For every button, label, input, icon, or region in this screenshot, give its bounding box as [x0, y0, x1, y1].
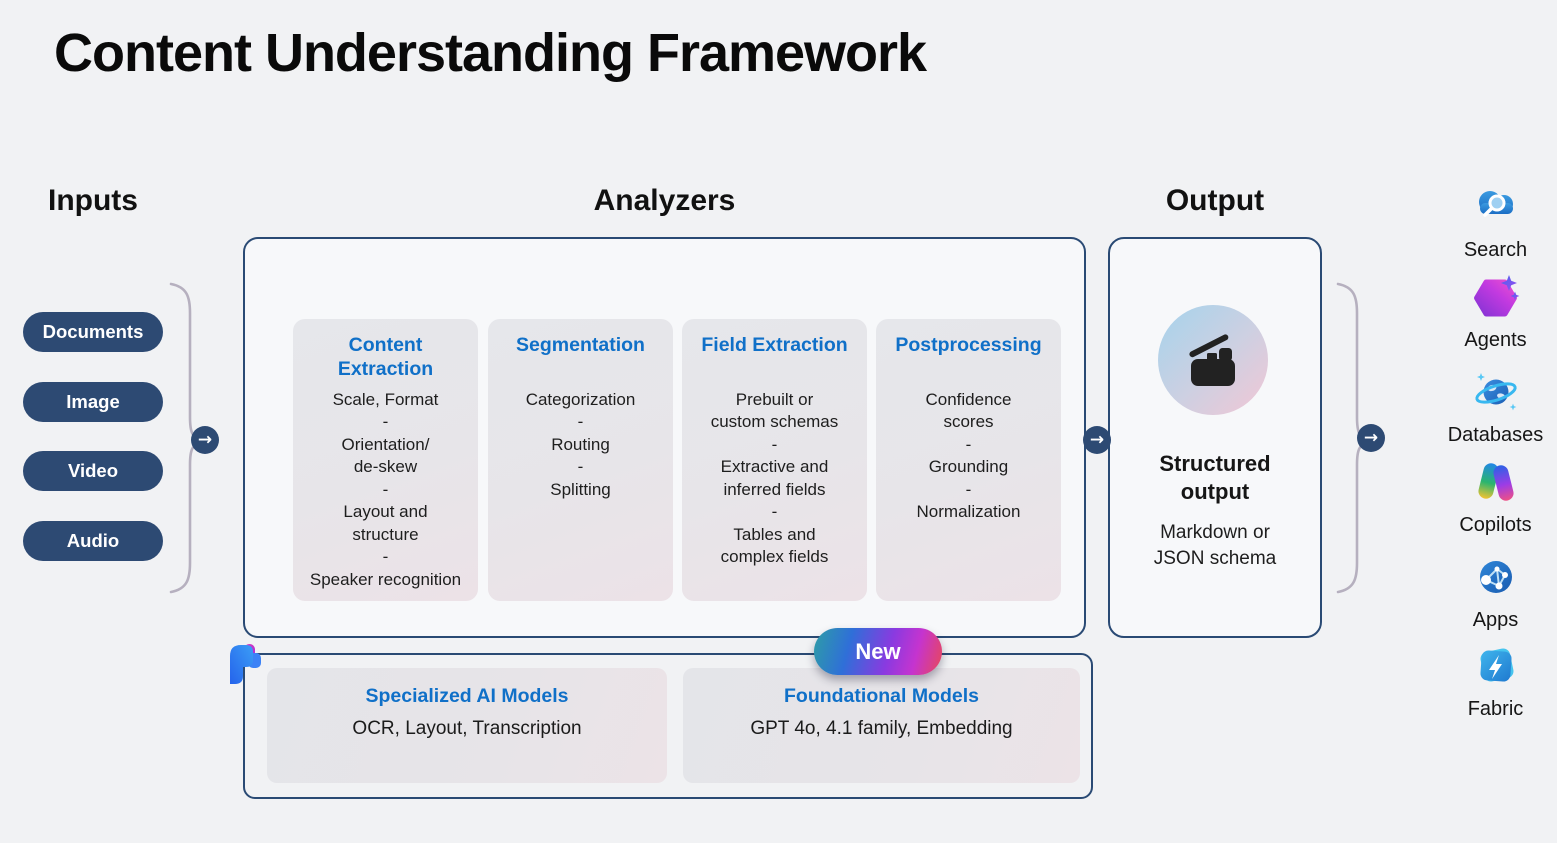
models-container	[243, 653, 1093, 799]
analyzer-card-field-extraction: Field Extraction Prebuilt or custom sche…	[682, 319, 867, 601]
card-item: Orientation/ de-skew	[341, 434, 430, 477]
item-separator: -	[382, 479, 389, 499]
cloud-search-icon	[1478, 191, 1513, 217]
input-pill-audio: Audio	[23, 521, 163, 561]
item-separator: -	[771, 434, 778, 454]
card-title: Specialized AI Models	[365, 685, 569, 707]
card-item: Grounding	[928, 457, 1009, 477]
card-item: Categorization	[525, 390, 636, 409]
card-items: Prebuilt or custom schemas-Extractive an…	[711, 389, 839, 569]
card-title: Foundational Models	[784, 685, 979, 707]
destination-copilots: Copilots	[1432, 458, 1557, 537]
input-pill-video: Video	[23, 451, 163, 491]
inputs-section-label: Inputs	[48, 184, 138, 217]
destination-databases: Databases	[1432, 368, 1557, 447]
card-item: Speaker recognition	[309, 569, 462, 589]
card-item: Prebuilt or custom schemas	[710, 390, 839, 432]
output-section-label: Output	[1165, 184, 1265, 217]
card-item: Splitting	[550, 479, 611, 499]
card-items: Confidence scores-Grounding-Normalizatio…	[917, 389, 1021, 524]
azure-ai-foundry-logo	[230, 644, 261, 684]
new-badge: New	[814, 628, 942, 675]
card-item: Confidence scores	[925, 390, 1012, 432]
destination-agents: Agents	[1432, 273, 1557, 352]
item-separator: -	[577, 457, 584, 477]
card-item: Routing	[551, 434, 610, 454]
destination-label: Apps	[1472, 609, 1519, 631]
card-item: Normalization	[916, 502, 1021, 522]
network-globe-icon	[1479, 561, 1512, 593]
structured-output-subtitle: Markdown or JSON schema	[1153, 522, 1277, 569]
item-separator: -	[965, 434, 972, 454]
item-separator: -	[382, 547, 389, 567]
card-items: Categorization-Routing-Splitting	[526, 389, 636, 501]
destination-label: Copilots	[1459, 514, 1532, 536]
item-separator: -	[771, 502, 778, 522]
card-item: Layout and structure	[343, 502, 428, 544]
destination-label: Search	[1463, 239, 1528, 261]
destination-label: Databases	[1447, 424, 1544, 446]
card-items: Scale, Format-Orientation/ de-skew-Layou…	[310, 389, 461, 591]
card-body: OCR, Layout, Transcription	[352, 718, 582, 739]
item-separator: -	[382, 412, 389, 432]
structured-output-badge	[1158, 305, 1268, 415]
destination-search: Search	[1432, 183, 1557, 262]
card-item: Scale, Format	[332, 390, 439, 409]
foundational-models-card: Foundational Models GPT 4o, 4.1 family, …	[683, 668, 1080, 783]
item-separator: -	[965, 479, 972, 499]
destination-apps: Apps	[1432, 553, 1557, 632]
specialized-ai-models-card: Specialized AI Models OCR, Layout, Trans…	[267, 668, 667, 783]
analyzers-section-label: Analyzers	[593, 184, 736, 217]
fabric-lightning-icon	[1479, 648, 1513, 682]
flow-arrow-analyzers-output-icon: →	[1083, 426, 1111, 454]
planet-ring-icon	[1474, 373, 1517, 411]
scanner-briefcase-icon	[1189, 334, 1235, 386]
item-separator: -	[577, 412, 584, 432]
agents-hexagon-sparkle-icon	[1473, 275, 1519, 317]
analyzer-card-segmentation: Segmentation Categorization-Routing-Spli…	[488, 319, 673, 601]
input-pill-documents: Documents	[23, 312, 163, 352]
card-item: Extractive and inferred fields	[720, 457, 829, 499]
card-body: GPT 4o, 4.1 family, Embedding	[750, 718, 1013, 739]
page-title: Content Understanding Framework	[54, 23, 927, 83]
card-title: Postprocessing	[895, 334, 1042, 356]
output-container	[1108, 237, 1322, 638]
analyzer-card-content-extraction: Content Extraction Scale, Format-Orienta…	[293, 319, 478, 601]
analyzer-card-postprocessing: Postprocessing Confidence scores-Groundi…	[876, 319, 1061, 601]
flow-arrow-inputs-icon: →	[191, 426, 219, 454]
destination-fabric: Fabric	[1432, 642, 1557, 721]
structured-output-title: Structured output	[1159, 451, 1271, 504]
card-title: Field Extraction	[701, 334, 848, 356]
card-title: Segmentation	[516, 334, 645, 356]
destination-label: Agents	[1464, 329, 1527, 351]
input-pill-image: Image	[23, 382, 163, 422]
destination-label: Fabric	[1467, 698, 1524, 720]
card-title: Content Extraction	[337, 334, 434, 381]
copilot-ribbon-icon	[1477, 463, 1514, 501]
flow-arrow-output-destinations-icon: →	[1357, 424, 1385, 452]
card-item: Tables and complex fields	[720, 524, 829, 567]
